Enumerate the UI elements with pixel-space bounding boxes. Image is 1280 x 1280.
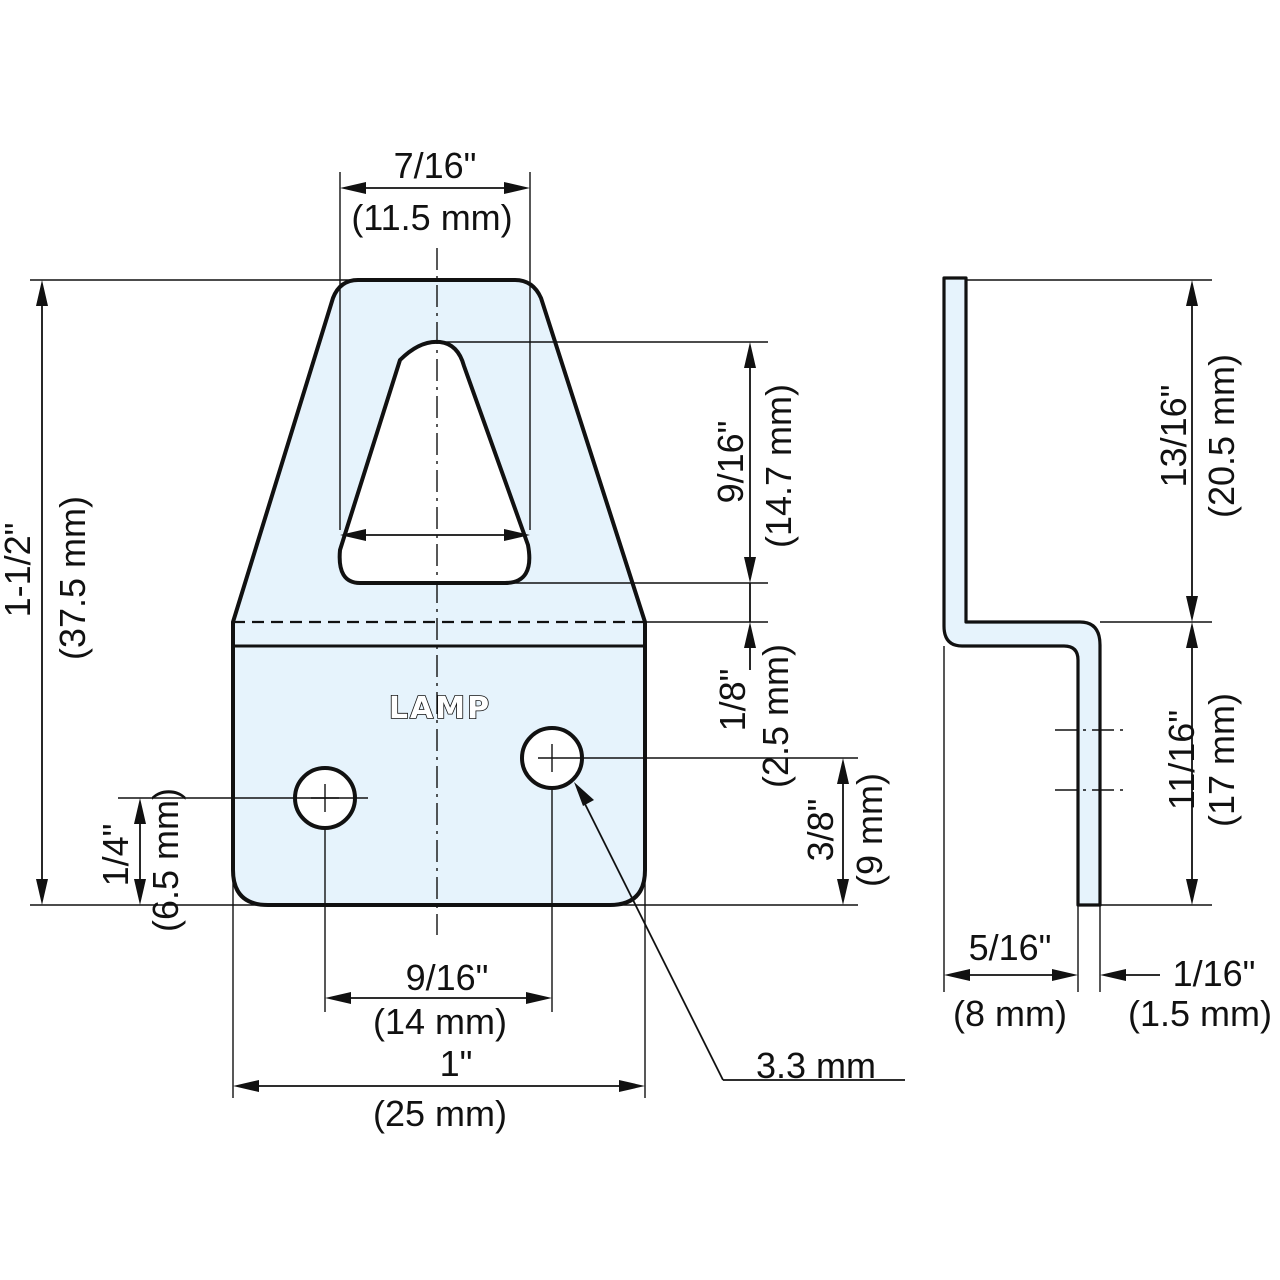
side-view xyxy=(942,276,1102,907)
front-extension-lines xyxy=(30,172,858,1098)
slot-width-mm: (11.5 mm) xyxy=(351,197,512,238)
upper-flange-mm: (20.5 mm) xyxy=(1201,354,1242,518)
right-hole-height-mm: (9 mm) xyxy=(849,773,890,887)
bracket-front-outline xyxy=(231,278,647,907)
slot-width-inch: 7/16" xyxy=(394,145,477,186)
bracket-side-profile xyxy=(942,276,1102,907)
front-view: LAMP xyxy=(231,248,647,935)
hole-spacing-mm: (14 mm) xyxy=(373,1001,507,1042)
side-extension-lines xyxy=(943,279,1212,992)
offset-mm: (8 mm) xyxy=(953,993,1067,1034)
slot-to-bend-inch: 1/8" xyxy=(712,669,753,732)
hole-spacing-inch: 9/16" xyxy=(406,957,489,998)
upper-flange-inch: 13/16" xyxy=(1153,385,1194,488)
front-labels: 7/16" (11.5 mm) 1-1/2" (37.5 mm) 9/16" (… xyxy=(0,145,890,1134)
thickness-inch: 1/16" xyxy=(1173,953,1256,994)
right-hole-height-inch: 3/8" xyxy=(800,799,841,862)
front-dimension-lines xyxy=(36,182,905,1092)
left-hole-height-mm: (6.5 mm) xyxy=(145,788,186,932)
hole-diameter-label: 3.3 mm xyxy=(756,1045,876,1086)
overall-width-mm: (25 mm) xyxy=(373,1093,507,1134)
lower-flange-inch: 11/16" xyxy=(1161,710,1202,810)
lamp-logo: LAMP xyxy=(389,691,491,726)
overall-height-inch: 1-1/2" xyxy=(0,523,38,618)
lower-flange-mm: (17 mm) xyxy=(1201,693,1242,827)
slot-height-inch: 9/16" xyxy=(710,421,751,504)
slot-to-bend-mm: (2.5 mm) xyxy=(755,644,796,788)
slot-height-mm: (14.7 mm) xyxy=(758,384,799,548)
side-dimension-lines xyxy=(944,280,1198,981)
overall-width-inch: 1" xyxy=(440,1043,473,1084)
side-labels: 13/16" (20.5 mm) 11/16" (17 mm) 5/16" (8… xyxy=(953,354,1272,1034)
thickness-mm: (1.5 mm) xyxy=(1128,993,1272,1034)
left-hole-height-inch: 1/4" xyxy=(95,824,136,887)
offset-inch: 5/16" xyxy=(969,927,1052,968)
overall-height-mm: (37.5 mm) xyxy=(52,496,93,660)
